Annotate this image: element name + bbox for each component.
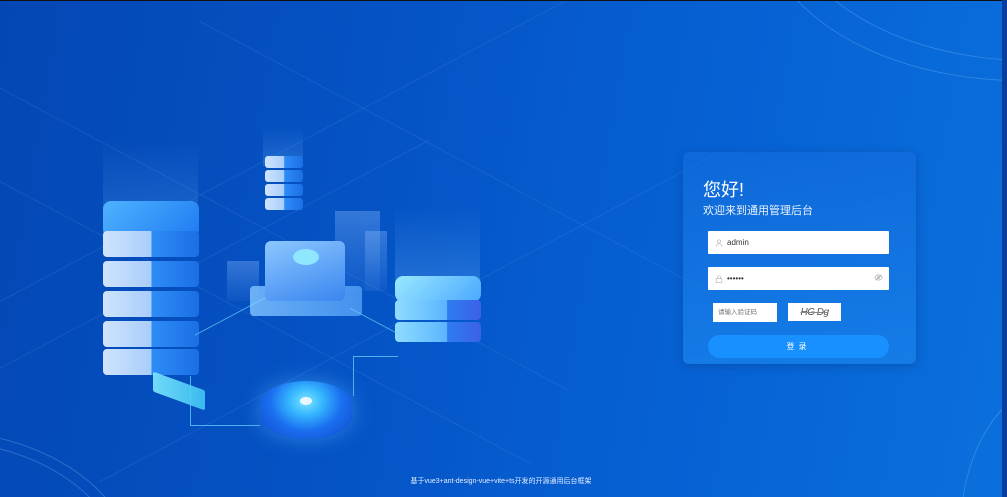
bg-wave [760, 1, 1002, 81]
username-field[interactable] [708, 231, 889, 254]
eye-invisible-icon[interactable] [874, 274, 883, 283]
welcome-subtitle: 欢迎来到通用管理后台 [703, 205, 813, 217]
lock-icon [714, 274, 724, 284]
router-hub [260, 381, 352, 439]
server-network-illustration [95, 126, 495, 456]
greeting-title: 您好! [703, 180, 745, 200]
captcha-image[interactable]: HG Dg [788, 303, 841, 321]
login-button[interactable]: 登录 [708, 335, 889, 358]
password-field[interactable]: •••••• [708, 267, 889, 290]
network-wire [353, 356, 398, 396]
window-edge [1002, 0, 1007, 497]
username-input[interactable] [727, 238, 883, 247]
captcha-input[interactable] [713, 303, 777, 322]
light-beam [395, 206, 480, 286]
center-server [265, 241, 345, 301]
user-icon [714, 238, 724, 248]
login-card: 您好! 欢迎来到通用管理后台 •••••• HG Dg 登录 [683, 152, 916, 364]
footer-text: 基于vue3+ant-design-vue+vite+ts开发的开源通用后台框架 [410, 478, 592, 485]
bg-building [365, 231, 387, 291]
network-wire [195, 297, 265, 375]
password-input[interactable]: •••••• [727, 274, 744, 283]
